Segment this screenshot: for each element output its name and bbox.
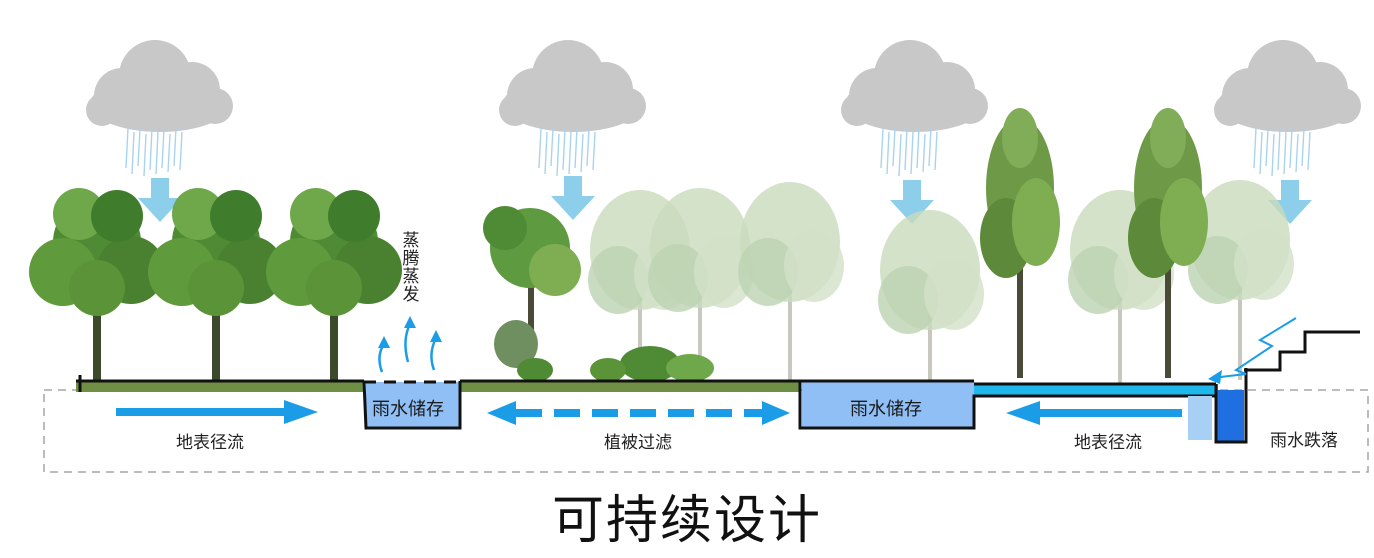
label-surface-runoff-left: 地表径流 [176, 433, 244, 453]
tree-faded-icon [738, 182, 844, 382]
rain-icon [125, 127, 183, 177]
flow-arrow-icon [1006, 401, 1182, 425]
vegetation-filter-arrow-icon [487, 401, 790, 425]
cloud-icon [1214, 40, 1361, 132]
cloud-icon [499, 40, 646, 132]
label-rain-storage-small: 雨水储存 [372, 399, 444, 420]
page-title: 可持续设计 [551, 491, 822, 551]
tree-icon [266, 188, 402, 382]
drop-arrowhead-icon [1208, 370, 1222, 384]
tree-icon [148, 188, 284, 382]
flow-arrow-icon [116, 400, 318, 424]
shrub-icon [517, 346, 714, 382]
rain-icon [538, 127, 596, 177]
storage-box-small [362, 380, 462, 430]
ground [76, 375, 800, 392]
tree-icon [29, 188, 165, 382]
label-surface-runoff-right: 地表径流 [1074, 433, 1142, 453]
cloud-icon [841, 40, 988, 132]
label-evapotranspiration: 蒸腾蒸发 [402, 231, 420, 305]
tree-icon [980, 108, 1060, 378]
evaporation-arrowhead-icon [378, 316, 442, 348]
tree-icon [1128, 108, 1208, 378]
tree-icon [483, 206, 581, 382]
label-rain-storage-large: 雨水储存 [850, 399, 922, 420]
rain-icon [1253, 127, 1311, 177]
stairs-icon [1244, 330, 1360, 372]
drop-arrow-icon [1211, 317, 1297, 379]
cloud-icon [86, 40, 233, 132]
label-rain-drop: 雨水跌落 [1270, 431, 1338, 451]
rain-icon [880, 127, 938, 177]
label-vegetation-filter: 植被过滤 [604, 433, 672, 453]
storage-box-large [798, 368, 1248, 444]
down-arrow-icon [551, 176, 595, 220]
